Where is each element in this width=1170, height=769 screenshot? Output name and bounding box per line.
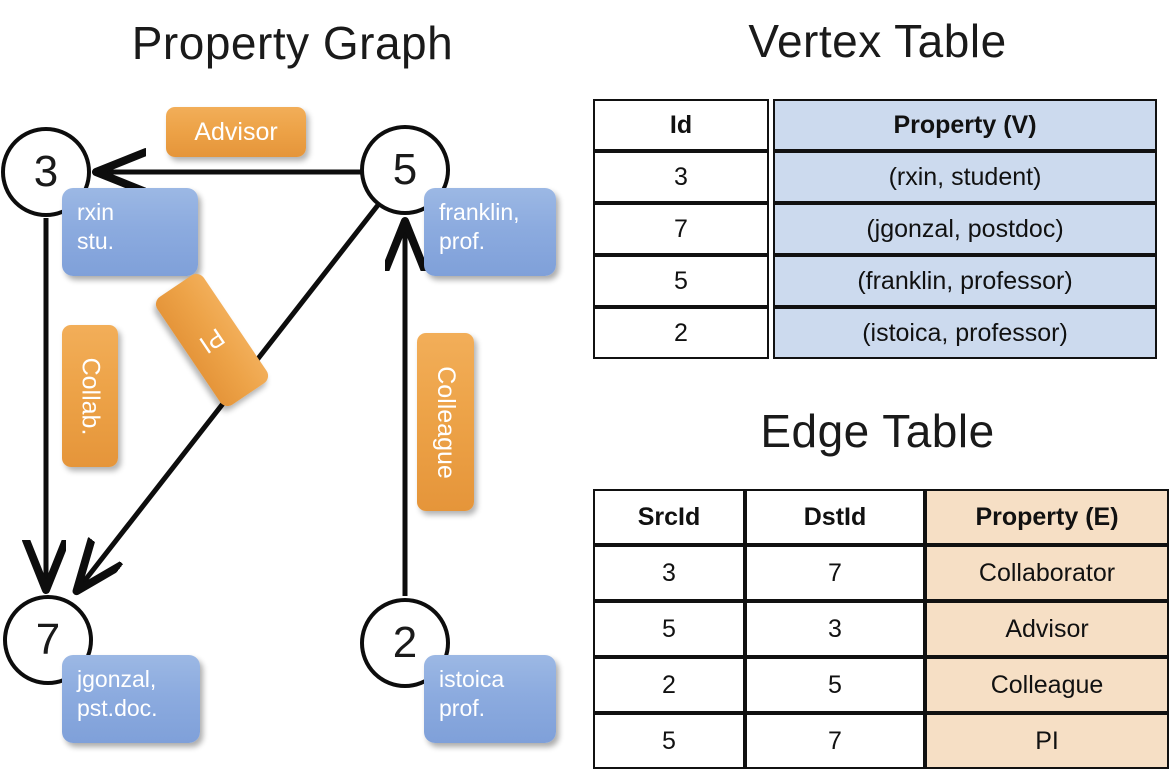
- vertex-table-header-id: Id: [593, 99, 769, 151]
- edge-table-header-row: SrcId DstId Property (E): [593, 489, 1169, 545]
- table-row[interactable]: 2 5 Colleague: [593, 657, 1169, 713]
- vertex-property-box-2[interactable]: istoica prof.: [424, 655, 556, 743]
- vertex-property-7-line1: jgonzal,: [77, 666, 157, 692]
- graph-node-7-label: 7: [35, 615, 61, 664]
- vertex-property-7-line2: pst.doc.: [77, 695, 158, 722]
- edge-table-header-dstid: DstId: [745, 489, 925, 545]
- vertex-table-header-row: Id Property (V): [593, 99, 1157, 151]
- vertex-row-0-id: 3: [593, 151, 769, 203]
- edge-row-0-dst: 7: [745, 545, 925, 601]
- edge-row-3-property: PI: [925, 713, 1169, 769]
- edge-table-header-srcid: SrcId: [593, 489, 745, 545]
- vertex-row-1-id: 7: [593, 203, 769, 255]
- edge-row-3-dst: 7: [745, 713, 925, 769]
- vertex-row-1-property: (jgonzal, postdoc): [773, 203, 1157, 255]
- edge-row-2-src: 2: [593, 657, 745, 713]
- vertex-property-3-line1: rxin: [77, 199, 115, 225]
- vertex-row-3-property: (istoica, professor): [773, 307, 1157, 359]
- property-graph-panel: Property Graph 3 5 7 2 rxin stu. frankli…: [0, 0, 585, 760]
- vertex-property-box-7[interactable]: jgonzal, pst.doc.: [62, 655, 200, 743]
- table-row[interactable]: 5 3 Advisor: [593, 601, 1169, 657]
- edge-table: SrcId DstId Property (E) 3 7 Collaborato…: [593, 489, 1169, 769]
- table-row[interactable]: 3 (rxin, student): [593, 151, 1157, 203]
- vertex-row-2-property: (franklin, professor): [773, 255, 1157, 307]
- table-row[interactable]: 2 (istoica, professor): [593, 307, 1157, 359]
- page-title-vertex-table: Vertex Table: [748, 15, 1007, 67]
- vertex-row-2-id: 5: [593, 255, 769, 307]
- edge-label-pi-text: PI: [194, 322, 230, 359]
- edge-row-2-dst: 5: [745, 657, 925, 713]
- edge-label-collab[interactable]: Collab.: [62, 325, 118, 467]
- edge-label-advisor-text: Advisor: [194, 117, 278, 146]
- edge-row-1-dst: 3: [745, 601, 925, 657]
- vertex-property-5-line1: franklin,: [439, 199, 520, 225]
- edge-label-advisor[interactable]: Advisor: [166, 107, 306, 157]
- edge-row-2-property: Colleague: [925, 657, 1169, 713]
- table-row[interactable]: 3 7 Collaborator: [593, 545, 1169, 601]
- graph-node-2-label: 2: [392, 618, 418, 667]
- vertex-property-2-line2: prof.: [439, 695, 486, 722]
- graph-node-3-label: 3: [33, 147, 59, 196]
- edge-label-collab-text: Collab.: [76, 357, 105, 435]
- vertex-property-3-line2: stu.: [77, 228, 115, 255]
- vertex-row-3-id: 2: [593, 307, 769, 359]
- edge-row-1-property: Advisor: [925, 601, 1169, 657]
- vertex-property-5-line2: prof.: [439, 228, 486, 255]
- edge-row-1-src: 5: [593, 601, 745, 657]
- graph-node-2[interactable]: 2: [360, 598, 450, 688]
- vertex-row-0-property: (rxin, student): [773, 151, 1157, 203]
- edge-label-colleague[interactable]: Colleague: [417, 333, 474, 511]
- vertex-property-box-3[interactable]: rxin stu.: [62, 188, 198, 276]
- edge-row-0-property: Collaborator: [925, 545, 1169, 601]
- table-row[interactable]: 5 7 PI: [593, 713, 1169, 769]
- vertex-table: Id Property (V) 3 (rxin, student) 7 (jgo…: [593, 99, 1157, 359]
- vertex-property-2-line1: istoica: [439, 666, 505, 692]
- graph-node-5[interactable]: 5: [360, 125, 450, 215]
- page-title-edge-table: Edge Table: [760, 405, 995, 457]
- table-row[interactable]: 5 (franklin, professor): [593, 255, 1157, 307]
- graph-node-5-label: 5: [392, 145, 418, 194]
- edge-label-colleague-text: Colleague: [432, 365, 460, 479]
- edge-table-header-property: Property (E): [925, 489, 1169, 545]
- vertex-table-header-property: Property (V): [773, 99, 1157, 151]
- edge-row-0-src: 3: [593, 545, 745, 601]
- vertex-property-box-5[interactable]: franklin, prof.: [424, 188, 556, 276]
- page-title-property-graph: Property Graph: [131, 17, 454, 69]
- edge-row-3-src: 5: [593, 713, 745, 769]
- table-row[interactable]: 7 (jgonzal, postdoc): [593, 203, 1157, 255]
